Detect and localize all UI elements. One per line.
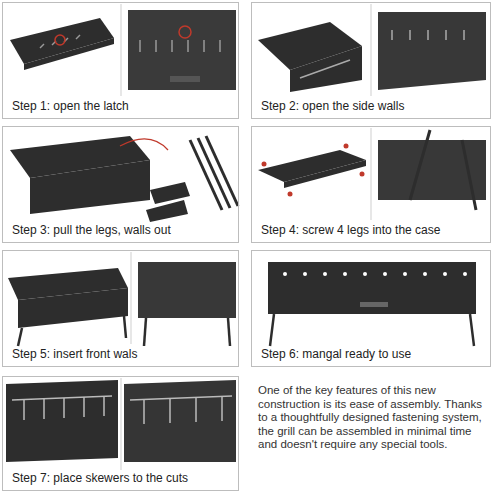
step-caption: Step 2: open the side walls (259, 99, 406, 113)
step-panel: Step 7: place skewers to the cuts (2, 376, 239, 491)
step-panel: Step 6: mangal ready to use (251, 250, 491, 367)
step-panel: Step 5: insert front wals (2, 250, 239, 367)
step-caption: Step 5: insert front wals (10, 347, 139, 361)
description-note: One of the key features of this new cons… (258, 384, 484, 452)
step-caption: Step 1: open the latch (10, 99, 131, 113)
step-panel: Step 3: pull the legs, walls out (2, 126, 239, 243)
step-caption: Step 6: mangal ready to use (259, 347, 413, 361)
step-caption: Step 3: pull the legs, walls out (10, 223, 173, 237)
step-caption: Step 7: place skewers to the cuts (10, 471, 190, 485)
step-panel: Step 2: open the side walls (251, 2, 491, 119)
step-panel: Step 4: screw 4 legs into the case (251, 126, 491, 243)
step-panel: Step 1: open the latch (2, 2, 239, 119)
step-caption: Step 4: screw 4 legs into the case (259, 223, 442, 237)
